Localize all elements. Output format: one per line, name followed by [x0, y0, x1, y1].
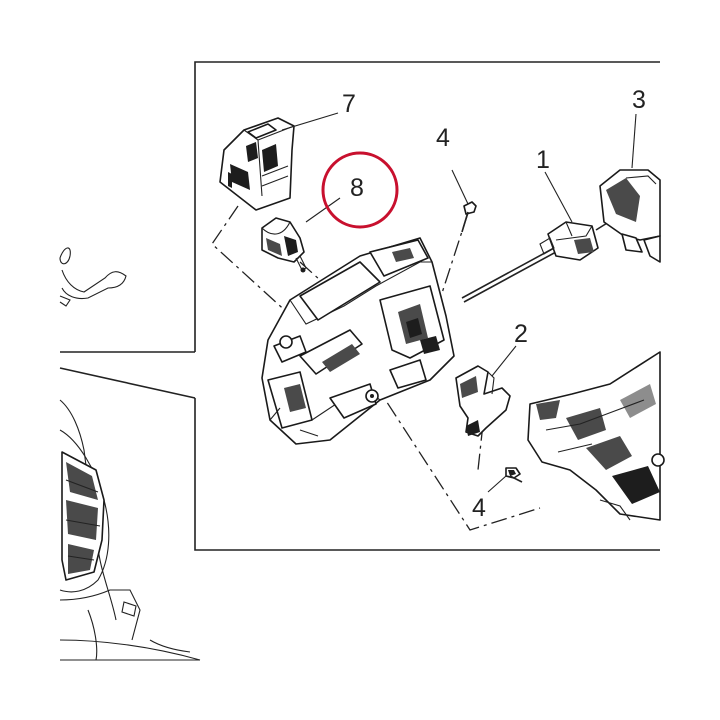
- leader-7: [281, 112, 339, 131]
- callout-2: 2: [514, 320, 528, 348]
- leader-4-upper: [451, 169, 469, 205]
- callout-4-upper: 4: [436, 124, 450, 152]
- lever-pivot-shape: [59, 247, 71, 265]
- brake-lever-shape: [61, 269, 127, 300]
- leader-8: [305, 197, 341, 223]
- callout-1: 1: [536, 146, 550, 174]
- callout-7: 7: [342, 90, 356, 118]
- leader-2: [491, 345, 517, 377]
- context-view-right-housing: [527, 351, 665, 521]
- part-3-switch-cover: [599, 169, 661, 263]
- context-view-left: [59, 247, 201, 661]
- main-frame-top-left: [194, 61, 660, 352]
- part-4-screw-upper: [461, 201, 477, 233]
- callout-4-lower: 4: [472, 494, 486, 522]
- part-8-switch-module: [261, 217, 307, 273]
- highlight-ring: [321, 151, 399, 229]
- inset-border-lower: [59, 367, 196, 399]
- headlight-assembly: [59, 399, 201, 661]
- main-frame-bottom-left: [194, 398, 660, 551]
- part-1-cable-connector: [461, 219, 613, 303]
- leader-1: [544, 171, 573, 223]
- callout-8: 8: [350, 174, 364, 202]
- leader-lines: [281, 112, 637, 493]
- leader-4-lower: [487, 475, 507, 493]
- switch-body-main: [261, 237, 455, 445]
- part-2-bracket: [455, 365, 511, 437]
- part-7-connector-housing: [219, 117, 295, 211]
- leader-3: [631, 113, 637, 169]
- callout-3: 3: [632, 86, 646, 114]
- lever-clip-shape: [59, 295, 71, 307]
- part-4-screw-lower: [505, 467, 523, 483]
